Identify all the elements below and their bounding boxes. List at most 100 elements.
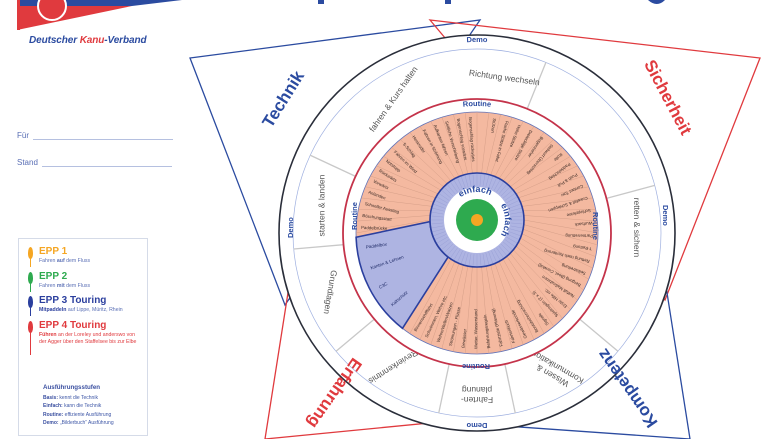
- spoke-line: [502, 258, 545, 334]
- einfach-tick: [485, 175, 490, 188]
- einfach-tick: [457, 178, 463, 190]
- skill-label: T-Rettung: [572, 244, 592, 251]
- sector-label: Fahrten-planung: [461, 385, 493, 405]
- einfach-tick: [441, 241, 452, 250]
- sector-divider: [309, 154, 356, 177]
- routine-label-right: Routine: [591, 212, 600, 240]
- stufe-einfach: Einfach: kann die Technik: [43, 403, 102, 409]
- skill-label: Schleppleine: [566, 208, 592, 218]
- stand-input-line[interactable]: [41, 158, 172, 167]
- spoke-line: [513, 249, 571, 310]
- spoke-line: [498, 126, 535, 179]
- spoke-line: [485, 266, 501, 352]
- legend-sub: Führen an der Loreley und anderswo von d…: [39, 332, 137, 345]
- einfach-tick: [450, 182, 458, 193]
- einfach-tick: [453, 180, 461, 191]
- skill-label: Böschungsstart: [362, 213, 393, 222]
- spoke-line: [391, 147, 444, 187]
- skill-label: Wurfsack: [574, 221, 593, 228]
- spoke-line: [441, 117, 464, 176]
- spoke-line: [481, 112, 490, 174]
- fuer-input-line[interactable]: [33, 131, 173, 140]
- einfach-tick: [507, 200, 519, 206]
- einfach-tick: [479, 174, 482, 187]
- spoke-line: [441, 264, 464, 349]
- spoke-line: [409, 258, 452, 334]
- stufe-basis: Basis: kennt die Technik: [43, 394, 98, 401]
- spoke-line: [518, 241, 584, 291]
- einfach-tick: [431, 225, 444, 229]
- skill-label: Stützen: [490, 118, 497, 134]
- spoke-line: [523, 209, 596, 212]
- fuer-field[interactable]: Für: [17, 131, 173, 140]
- einfach-tick: [439, 239, 450, 247]
- spoke-line: [502, 132, 545, 182]
- einfach-tick: [500, 187, 510, 197]
- ausfuehrungsstufen: Ausführungsstufen Basis: kennt die Techn…: [43, 384, 114, 428]
- spoke-line: [453, 266, 469, 352]
- einfach-tick: [447, 245, 456, 256]
- einfach-tick: [431, 222, 444, 225]
- einfach-tick: [437, 196, 448, 204]
- einfach-tick: [496, 247, 504, 258]
- title-fragment: [445, 0, 451, 4]
- einfach-tick: [508, 231, 521, 236]
- einfach-tick: [453, 249, 461, 260]
- legend-sub: Fahren mit dem Fluss: [39, 283, 91, 289]
- routine-label-bottom: Routine: [462, 362, 490, 371]
- dkv-logo: Deutscher Kanu-Verband: [12, 0, 192, 52]
- title-fragment: [318, 0, 324, 4]
- legend-sub: Fahren auf dem Fluss: [39, 258, 91, 264]
- einfach-tick: [435, 234, 447, 240]
- spoke-line: [506, 139, 554, 184]
- legend-title: EPP 3 Touring: [39, 295, 107, 306]
- spoke-line: [523, 228, 596, 257]
- spoke-line: [453, 114, 469, 174]
- sector-dividers: [293, 62, 655, 414]
- skill-label: Befahrungsregeln: [482, 314, 491, 349]
- einfach-tick: [433, 231, 446, 236]
- legend-sub: Mitpaddeln auf Lippe, Müritz, Rhein: [39, 307, 123, 313]
- einfach-tick: [437, 236, 448, 244]
- einfach-tick: [488, 251, 493, 264]
- einfach-tick: [468, 253, 472, 266]
- paddle-icon: [28, 272, 33, 284]
- skill-label: Wetter, Wasserstand: [473, 309, 478, 349]
- stand-field[interactable]: Stand: [17, 158, 172, 167]
- einfach-tick: [450, 247, 458, 258]
- paddle-icon: [28, 296, 33, 308]
- einfach-tick: [506, 236, 517, 244]
- einfach-tick: [464, 175, 469, 188]
- fuer-label: Für: [17, 131, 29, 140]
- einfach-tick: [472, 174, 475, 187]
- spoke-line: [464, 112, 473, 174]
- einfach-tick: [510, 215, 523, 218]
- spoke-line: [430, 121, 460, 177]
- paddle-icon: [28, 247, 33, 259]
- spoke-line: [358, 209, 431, 212]
- spoke-line: [498, 261, 535, 340]
- einfach-tick: [496, 182, 504, 193]
- orange-center: [471, 214, 483, 226]
- einfach-ticks: [431, 174, 523, 266]
- einfach-tick: [439, 193, 450, 201]
- spoke-line: [409, 132, 452, 182]
- spoke-line: [523, 219, 599, 234]
- einfach-skill-label: C3C: [378, 281, 389, 290]
- demo-label-bottom: Demo: [466, 421, 487, 430]
- spoke-line: [494, 263, 524, 345]
- spoke-line: [376, 165, 439, 195]
- spoke-line: [400, 139, 448, 184]
- einfach-tick: [498, 184, 507, 195]
- spoke-line: [513, 156, 571, 191]
- stufen-title: Ausführungsstufen: [43, 384, 101, 391]
- dkv-flag-icon: [17, 0, 182, 30]
- category-sicherheit: Sicherheit: [640, 57, 696, 139]
- spoke-line: [383, 156, 441, 191]
- sector-divider: [293, 244, 344, 250]
- einfach-tick: [508, 204, 521, 209]
- einfach-tick: [464, 252, 469, 265]
- legend-title: EPP 2: [39, 271, 68, 282]
- spoke-line: [370, 175, 436, 199]
